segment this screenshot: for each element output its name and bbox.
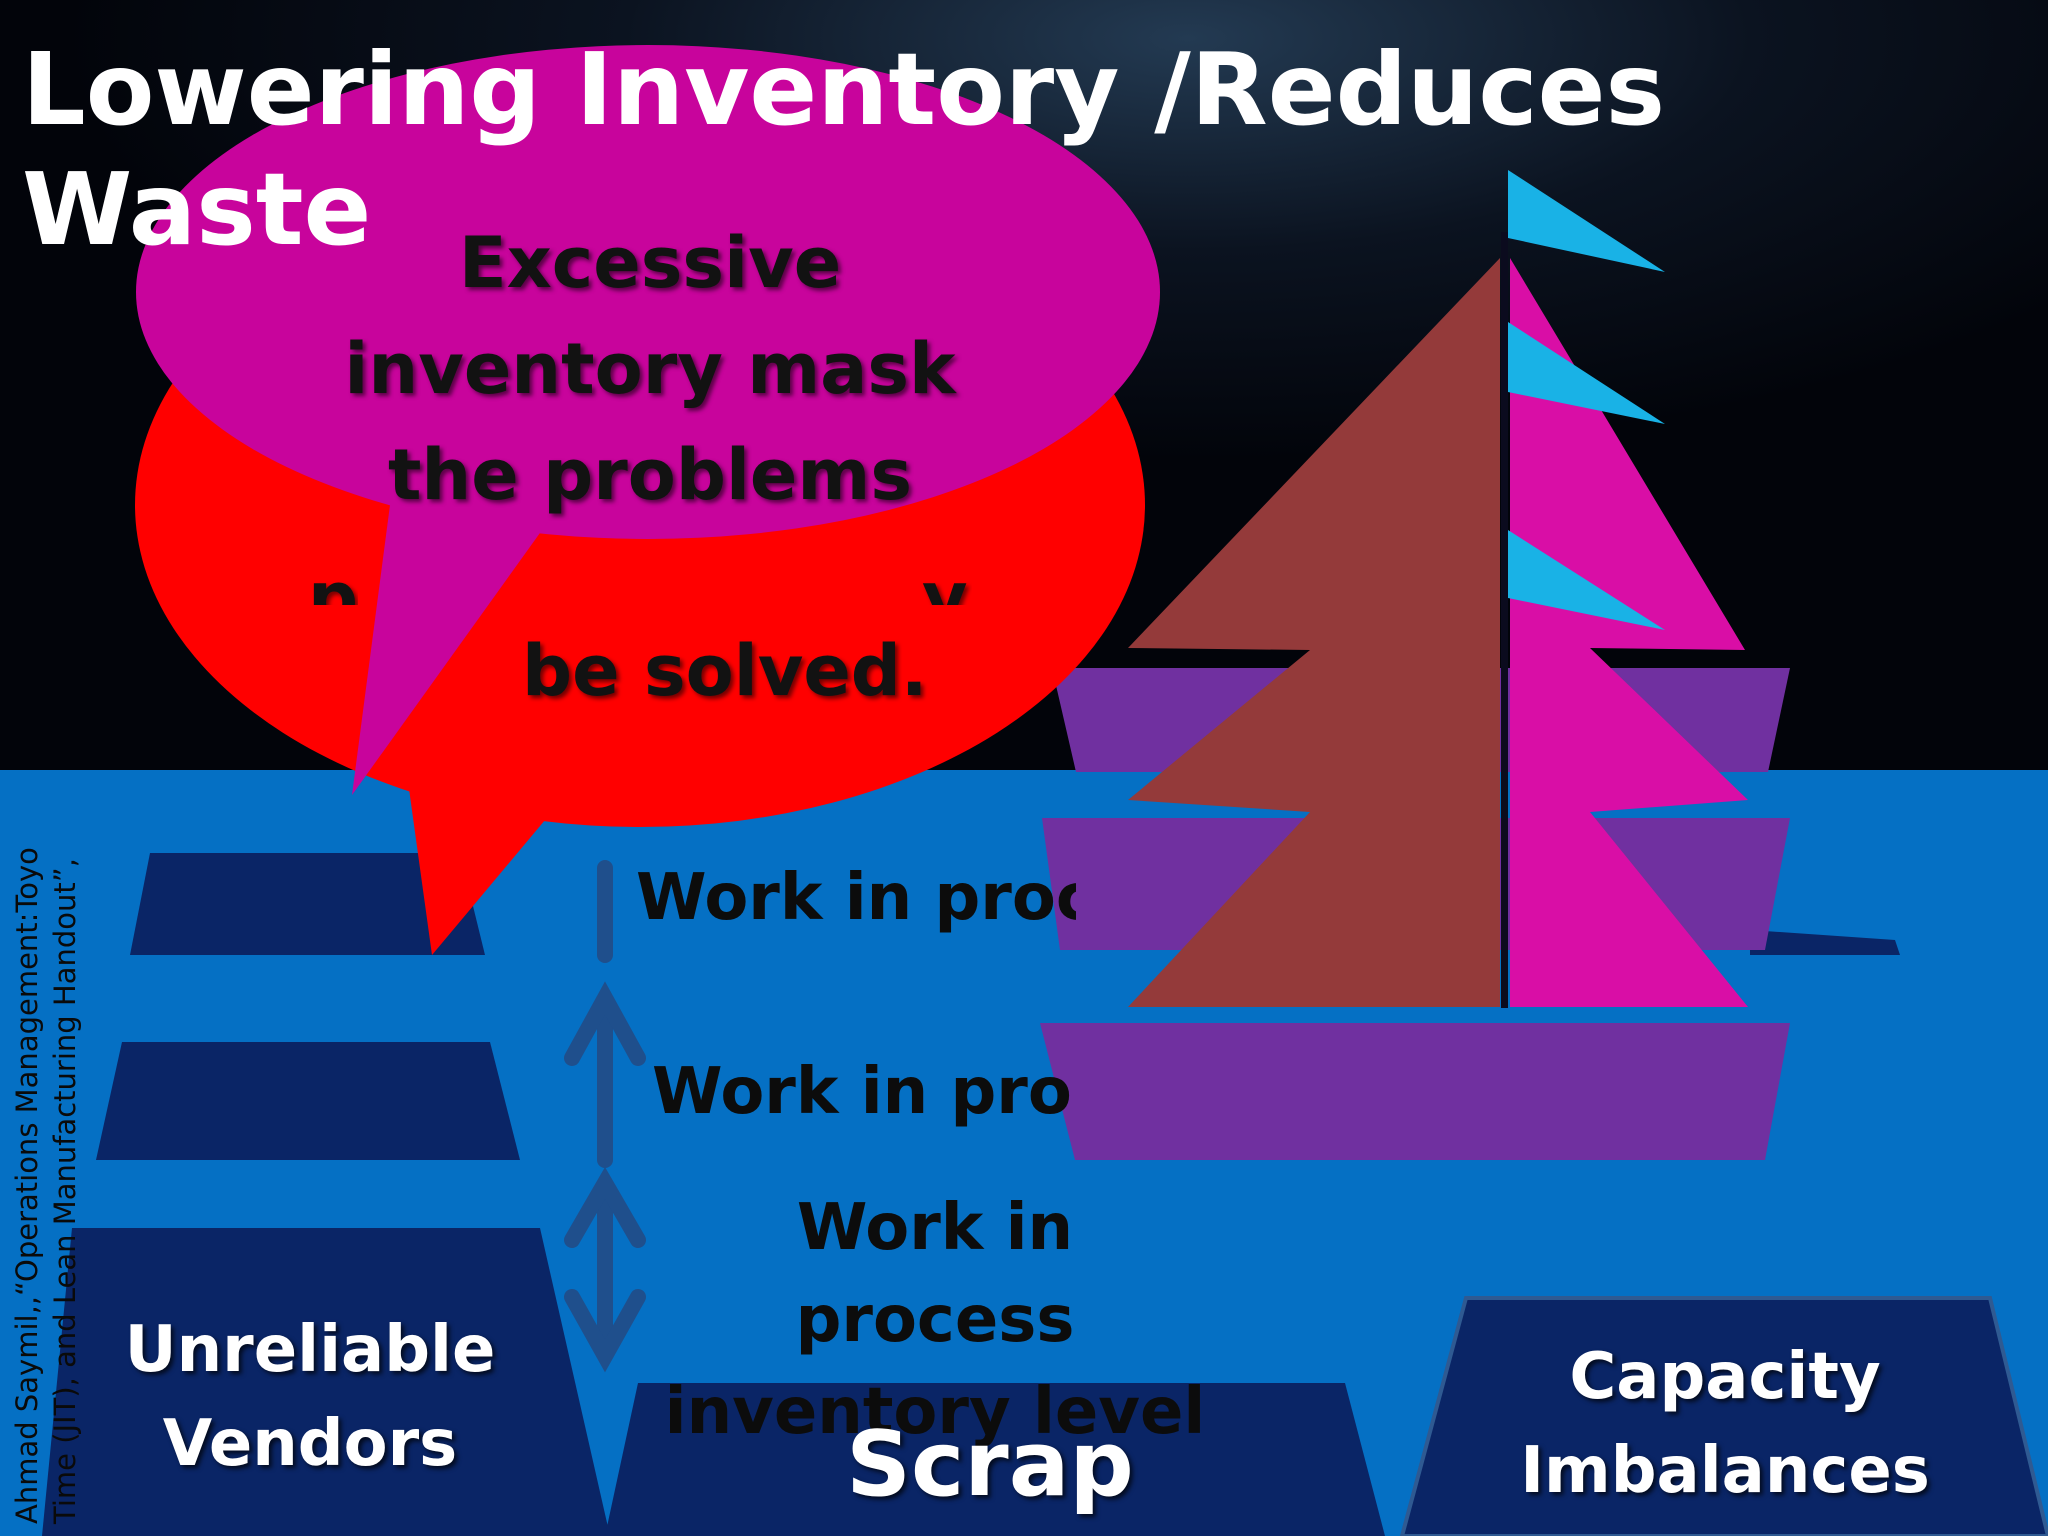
slide-title: Lowering Inventory /Reduces Waste — [22, 31, 1665, 268]
level-shelf — [130, 853, 485, 955]
rock-label-unreliable-vendors: Unreliable Vendors — [124, 1313, 496, 1481]
rock-label-scrap: Scrap — [846, 1412, 1134, 1517]
flag-icon — [1508, 170, 1665, 272]
magenta-callout-text: Excessive inventory mask the problems — [344, 222, 956, 516]
rock-scrap — [605, 1383, 1385, 1536]
up-arrow-icon — [564, 981, 646, 1168]
callout-magenta — [136, 45, 1160, 795]
level-shelf — [96, 1042, 520, 1160]
level-label: Work in proc — [652, 1055, 1072, 1129]
citation-line-2: Time (JIT), and Lean Manufacturing Hando… — [48, 857, 82, 1524]
mast — [1501, 232, 1508, 1008]
citation-line-1: Ahmad Saymil,,“Operations Management:Toy… — [10, 847, 44, 1524]
level-shelf-right — [1750, 930, 1900, 955]
flag-icon — [1508, 530, 1665, 630]
sail-left — [1128, 258, 1500, 1007]
rock-capacity-imbalances — [1399, 1296, 2048, 1536]
citation: Ahmad Saymil,,“Operations Management:Toy… — [8, 824, 84, 1524]
rock-label-capacity-imbalances: Capacity Imbalances — [1520, 1340, 1930, 1508]
red-callout-fragment-p: p — [308, 557, 358, 605]
rock-unreliable-vendors — [42, 1228, 610, 1536]
boat-hull-bottom — [1040, 1023, 1790, 1160]
level-label: Work in proc — [636, 861, 1076, 935]
double-arrow-icon — [564, 1167, 646, 1373]
level-label: Work in process inventory level — [664, 1191, 1206, 1449]
flag-icon — [1508, 322, 1665, 424]
red-callout-fragment-solved: be solved. — [522, 630, 928, 712]
sail-right — [1510, 258, 1748, 1007]
red-callout-fragment-y: y — [922, 557, 968, 605]
